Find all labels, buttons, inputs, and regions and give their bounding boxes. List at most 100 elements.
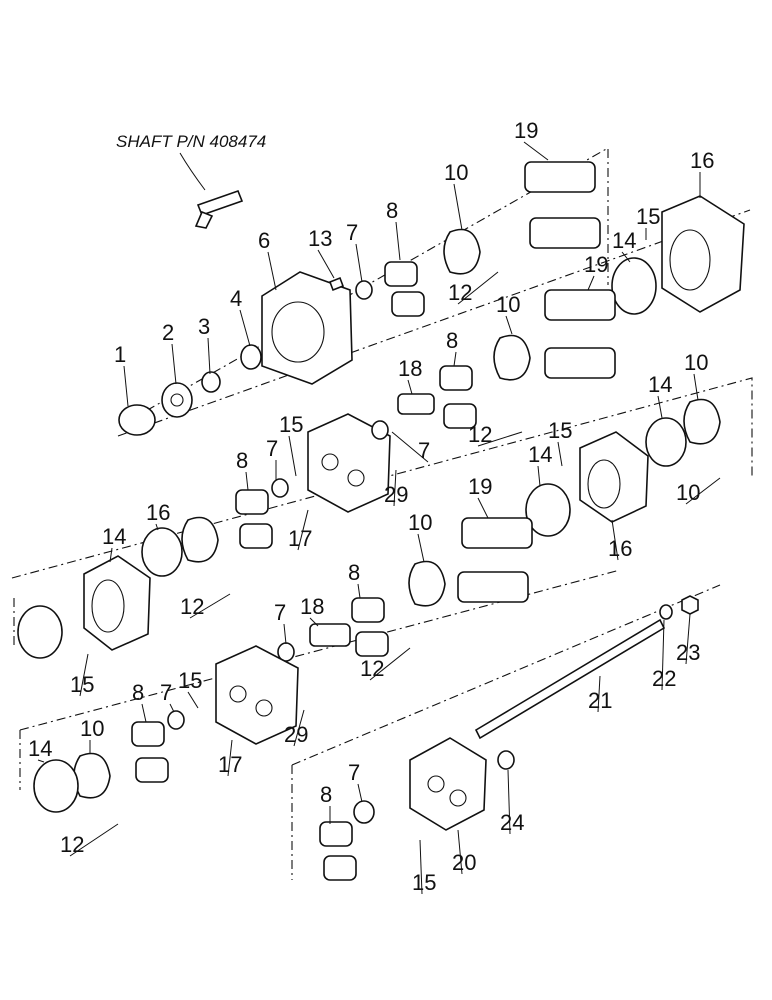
callout-leader <box>657 395 663 419</box>
callout-leader <box>661 619 665 691</box>
callout-label: 14 <box>28 736 52 761</box>
callout-leader <box>283 623 287 645</box>
callout-leader <box>155 523 159 531</box>
callout-label: 10 <box>444 160 468 185</box>
callout-label: 10 <box>80 716 104 741</box>
wear-plate-10d <box>181 516 219 563</box>
callout-leader <box>267 251 277 291</box>
bearing-8b <box>439 365 477 429</box>
callout-leader <box>123 365 129 407</box>
callout-label: 8 <box>348 560 360 585</box>
callout-leader <box>245 471 249 491</box>
callout-label: 10 <box>408 510 432 535</box>
callout-leader <box>407 379 413 395</box>
ring-7e <box>167 710 185 730</box>
shaft-icon <box>194 189 244 229</box>
wear-plate-10c <box>683 398 721 445</box>
housing-6 <box>261 271 353 385</box>
callout-leader <box>109 547 113 563</box>
ring-7a <box>355 280 373 300</box>
callout-leader <box>557 441 563 467</box>
seal-14d <box>141 527 183 577</box>
callout-leader <box>309 617 319 627</box>
callout-label: 19 <box>468 474 492 499</box>
callout-leader <box>523 141 549 161</box>
callout-label: 23 <box>676 640 700 665</box>
bearing-3 <box>201 371 221 393</box>
callout-label: 15 <box>548 418 572 443</box>
callout-label: 15 <box>178 668 202 693</box>
callout-label: 22 <box>652 666 676 691</box>
callout-leader <box>239 309 251 347</box>
callout-leader <box>227 739 233 777</box>
bearing-8a <box>384 261 425 317</box>
flange-2 <box>161 382 193 418</box>
plug-24 <box>497 750 515 770</box>
callout-label: 14 <box>612 228 636 253</box>
callout-leader <box>357 783 363 803</box>
callout-label: 10 <box>684 350 708 375</box>
screw-13 <box>328 276 345 292</box>
callout-label: 24 <box>500 810 524 835</box>
coupling-18a <box>397 393 435 415</box>
callout-leader <box>457 271 499 305</box>
gear-19b <box>544 289 616 379</box>
callout-label: 8 <box>320 782 332 807</box>
callout-label: 7 <box>346 220 358 245</box>
assembly-frames <box>11 147 753 880</box>
callout-label: 7 <box>348 760 360 785</box>
callout-leader <box>288 435 297 477</box>
callout-leader <box>417 533 425 563</box>
callout-label: 14 <box>528 442 552 467</box>
callout-label: 10 <box>496 292 520 317</box>
callout-label: 8 <box>132 680 144 705</box>
callout-label: 1 <box>114 342 126 367</box>
callout-leader <box>355 243 363 283</box>
callout-leader <box>419 839 423 895</box>
callout-leader <box>621 251 631 263</box>
callout-leader <box>369 647 411 681</box>
callout-leader <box>169 703 175 713</box>
washer-22 <box>659 604 673 620</box>
seal-14e <box>17 605 63 659</box>
wear-plate-10e <box>408 560 446 607</box>
callout-label: 12 <box>360 656 384 681</box>
o-ring-1 <box>118 404 156 436</box>
callout-label: 16 <box>690 148 714 173</box>
callout-label: 12 <box>448 280 472 305</box>
body-16a <box>661 195 745 313</box>
callout-leader <box>187 691 199 709</box>
callout-label: 16 <box>608 536 632 561</box>
callout-label: 18 <box>300 594 324 619</box>
callout-label: 2 <box>162 320 174 345</box>
callout-leader <box>453 351 457 367</box>
callout-leader <box>685 613 691 665</box>
callout-leader <box>357 583 361 599</box>
wear-plate-10a <box>443 228 481 275</box>
callout-label: 12 <box>180 594 204 619</box>
body-16b <box>579 431 649 523</box>
callout-leader <box>171 343 177 385</box>
callout-label: 21 <box>588 688 612 713</box>
callout-label: 7 <box>274 600 286 625</box>
callout-leader <box>141 703 147 723</box>
seal-4 <box>240 344 262 370</box>
callout-leader <box>79 653 89 697</box>
body-16c <box>83 555 151 651</box>
tie-rod-21 <box>474 618 666 740</box>
callout-label: 12 <box>468 422 492 447</box>
callout-label: 17 <box>218 752 242 777</box>
callout-label: 15 <box>412 870 436 895</box>
callout-leader <box>505 315 513 335</box>
wear-plate-10b <box>493 334 531 381</box>
callout-label: 4 <box>230 286 242 311</box>
callout-leader <box>537 465 541 487</box>
callout-label: 16 <box>146 500 170 525</box>
callout-label: 14 <box>648 372 672 397</box>
callout-label: 20 <box>452 850 476 875</box>
seal-14a <box>611 257 657 315</box>
end-cover-20 <box>409 737 487 831</box>
callout-leader <box>391 431 429 463</box>
wear-plate-10f <box>73 752 111 799</box>
